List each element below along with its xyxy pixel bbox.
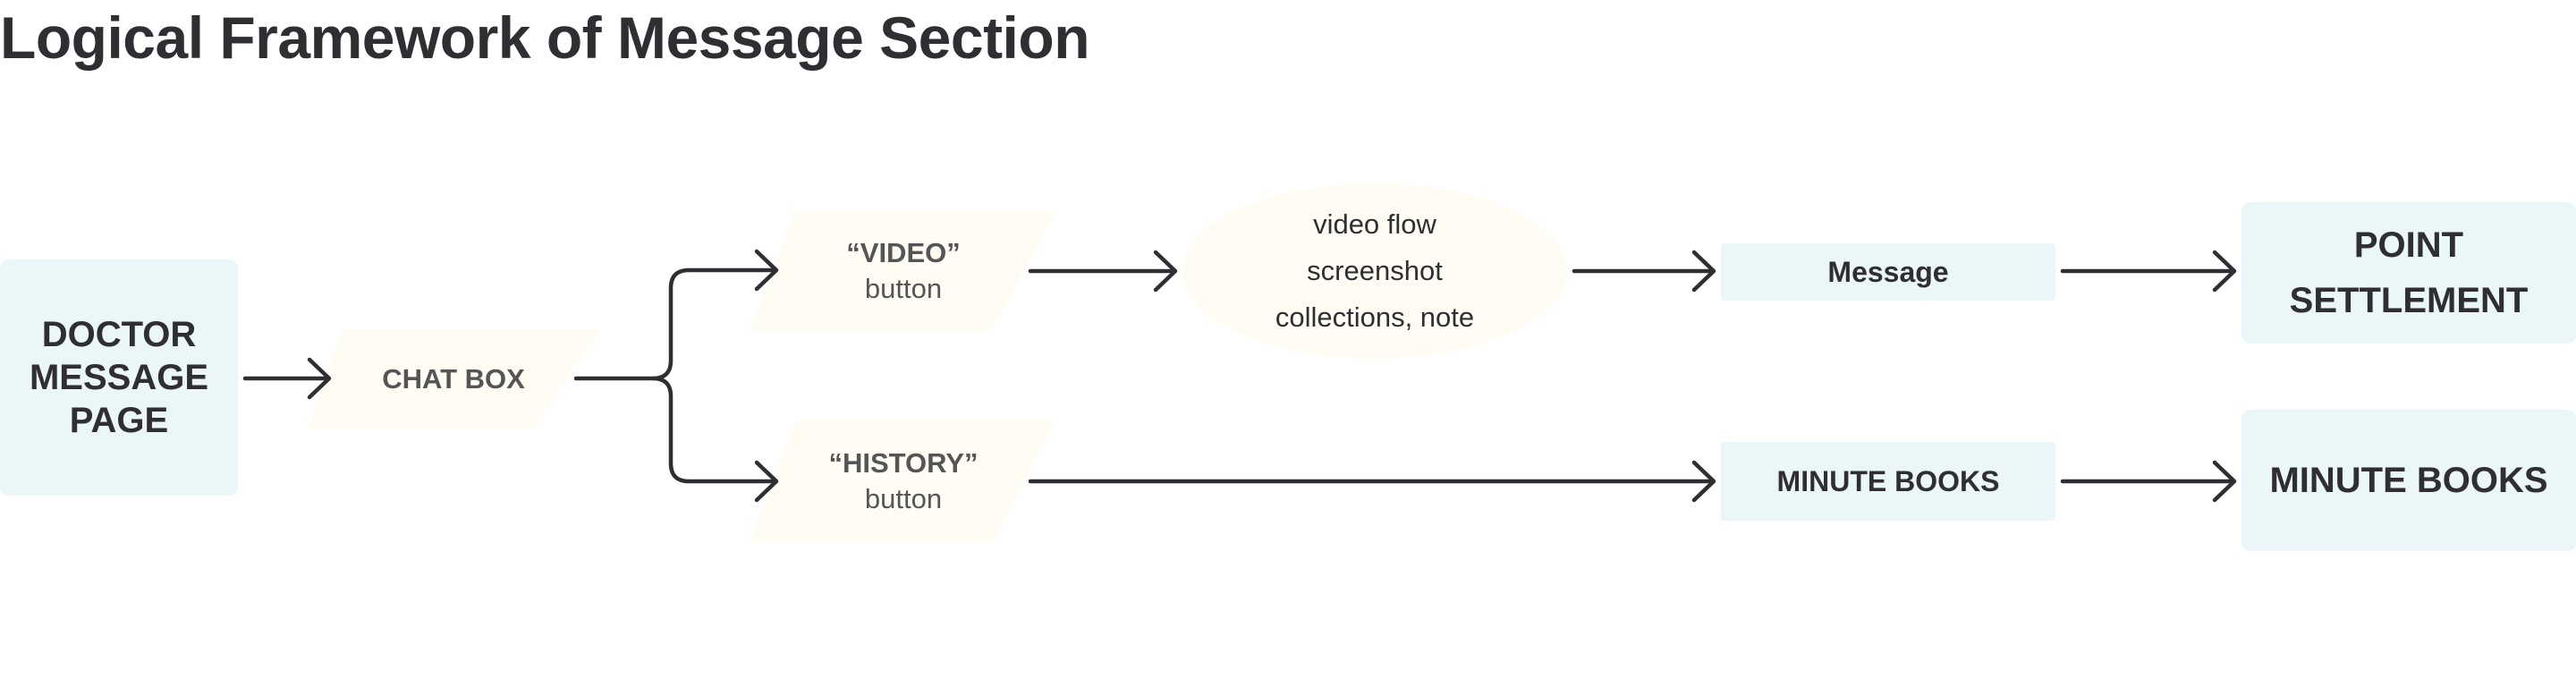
video-outputs-line-2: screenshot — [1307, 255, 1443, 286]
minute-books-large-label: MINUTE BOOKS — [2269, 461, 2548, 500]
message-label: Message — [1827, 255, 1949, 288]
history-button-shape — [750, 420, 1055, 541]
minute-books-label: MINUTE BOOKS — [1776, 464, 2000, 497]
point-settlement-node: POINT SETTLEMENT — [2241, 202, 2576, 344]
arrowhead-video — [754, 249, 779, 292]
video-button-node: “VIDEO” button — [778, 210, 1029, 331]
doctor-page-line-3: PAGE — [69, 401, 169, 440]
doctor-message-page-node: DOCTOR MESSAGE PAGE — [0, 259, 238, 496]
chat-box-node: CHAT BOX — [333, 329, 574, 429]
message-node: Message — [1721, 243, 2055, 301]
minute-books-node: MINUTE BOOKS — [1721, 442, 2055, 521]
arrowhead-history — [754, 460, 779, 503]
chat-box-shape — [308, 329, 601, 429]
branch-connector — [650, 267, 777, 484]
arrowhead-outputs — [1153, 250, 1178, 293]
video-outputs-line-3: collections, note — [1275, 301, 1475, 333]
arrowhead-minute-books — [1691, 460, 1716, 503]
arrowhead-message — [1691, 250, 1716, 293]
video-button-name: “VIDEO” — [846, 236, 961, 268]
diagram-title: Logical Framework of Message Section — [0, 4, 1090, 71]
video-button-shape — [750, 210, 1055, 331]
video-outputs-node: video flow screenshot collections, note — [1182, 183, 1567, 359]
arrowhead-settlement — [2212, 250, 2237, 293]
history-button-node: “HISTORY” button — [778, 420, 1029, 541]
history-button-name: “HISTORY” — [828, 446, 979, 479]
doctor-page-line-2: MESSAGE — [29, 358, 209, 397]
point-settlement-line-2: SETTLEMENT — [2289, 281, 2529, 320]
minute-books-large-node: MINUTE BOOKS — [2241, 410, 2576, 551]
arrowhead-minute-books-large — [2212, 460, 2237, 503]
arrowhead-chat — [307, 357, 332, 400]
chat-box-label: CHAT BOX — [382, 363, 525, 395]
video-button-sub: button — [864, 272, 943, 304]
video-outputs-line-1: video flow — [1313, 208, 1436, 240]
video-outputs-ellipse — [1182, 183, 1567, 359]
point-settlement-line-1: POINT — [2353, 225, 2464, 265]
history-button-sub: button — [864, 482, 943, 514]
doctor-page-line-1: DOCTOR — [41, 315, 197, 354]
